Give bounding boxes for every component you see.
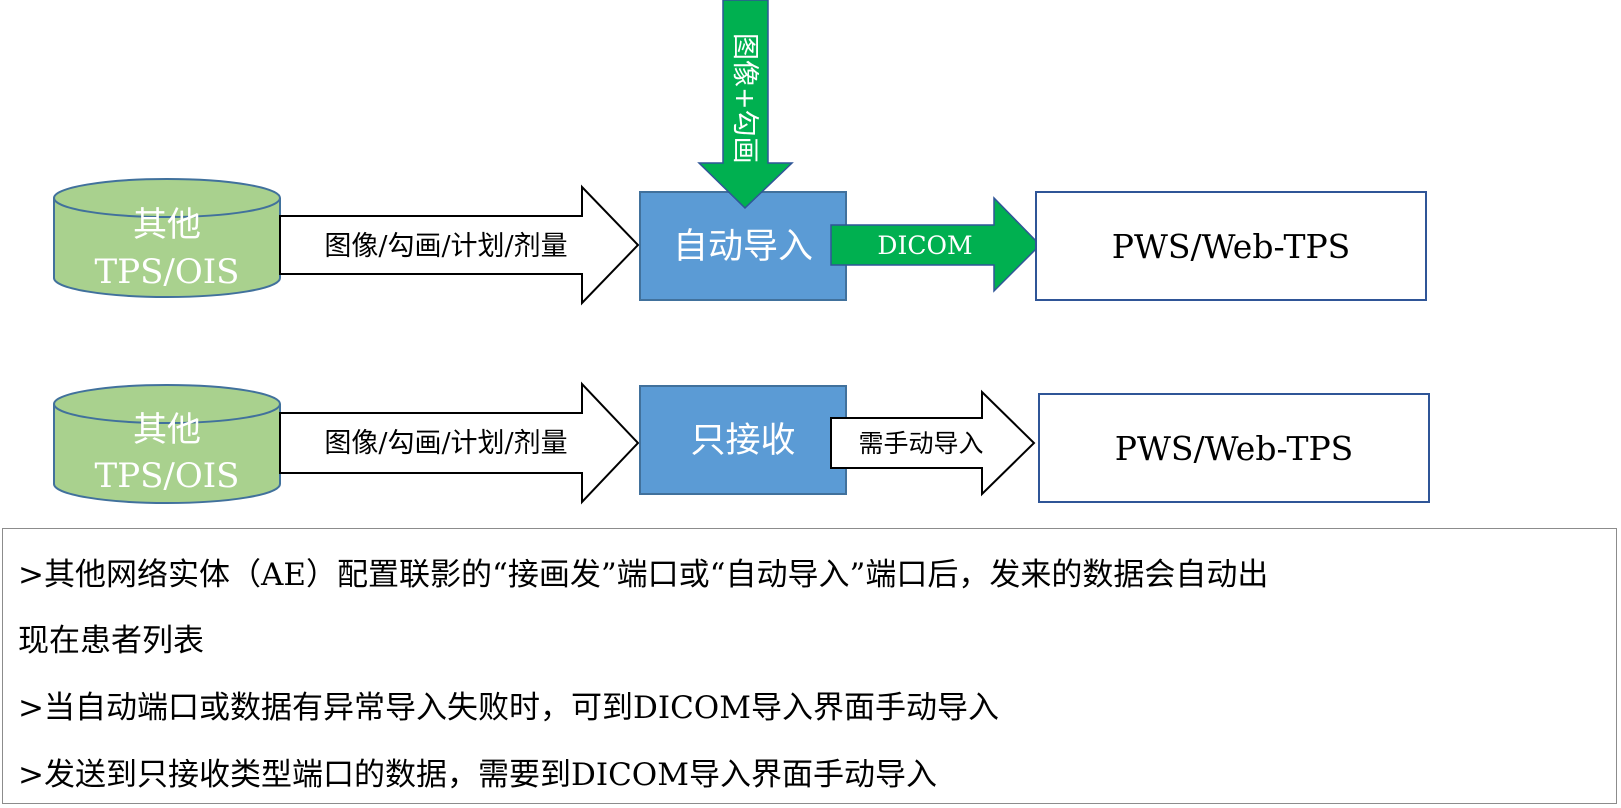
note-line-2: 现在患者列表 [18,623,204,659]
top-arrow-label: 图像+勾画 [729,33,760,164]
dicom-arrow-label: DICOM [877,231,972,260]
target-label-2: PWS/Web-TPS [1115,429,1354,468]
row-auto-import: 其他 TPS/OIS 图像/勾画/计划/剂量 自动导入 图像+勾画 DICOM … [53,0,1427,306]
source-label-line1: 其他 [133,205,201,245]
source-database-cylinder-2: 其他 TPS/OIS [53,384,281,504]
target-label-1: PWS/Web-TPS [1112,227,1351,266]
target-box-1: PWS/Web-TPS [1035,191,1427,301]
workflow-diagram: 其他 TPS/OIS 图像/勾画/计划/剂量 自动导入 图像+勾画 DICOM … [53,0,1430,505]
source-database-cylinder-1: 其他 TPS/OIS [53,178,281,298]
dicom-arrow: DICOM [830,196,1042,293]
top-input-arrow: 图像+勾画 [697,0,794,210]
row-receive-only: 其他 TPS/OIS 图像/勾画/计划/剂量 只接收 需手动导入 PWS/Web… [53,381,1430,505]
source-label-line2: TPS/OIS [95,252,240,292]
data-flow-arrow-2: 图像/勾画/计划/剂量 [279,381,640,505]
manual-import-label: 需手动导入 [858,429,983,458]
manual-import-arrow: 需手动导入 [830,389,1036,497]
note-line-3: >当自动端口或数据有异常导入失败时，可到DICOM导入界面手动导入 [18,690,999,726]
notes-box: >其他网络实体（AE）配置联影的“接画发”端口或“自动导入”端口后，发来的数据会… [2,528,1617,804]
target-box-2: PWS/Web-TPS [1038,393,1430,503]
process-label-receive-only: 只接收 [690,421,795,461]
data-flow-arrow-1: 图像/勾画/计划/剂量 [279,184,640,306]
process-box-auto-import: 自动导入 [639,191,847,301]
note-line-1: >其他网络实体（AE）配置联影的“接画发”端口或“自动导入”端口后，发来的数据会… [18,557,1269,593]
data-flow-label-1: 图像/勾画/计划/剂量 [324,231,567,262]
data-flow-label-2: 图像/勾画/计划/剂量 [324,428,567,459]
note-line-4: >发送到只接收类型端口的数据，需要到DICOM导入界面手动导入 [18,757,937,793]
source-label-line2: TPS/OIS [95,456,240,496]
source-label-line1: 其他 [133,410,201,450]
process-box-receive-only: 只接收 [639,385,847,495]
process-label-auto-import: 自动导入 [673,227,813,267]
